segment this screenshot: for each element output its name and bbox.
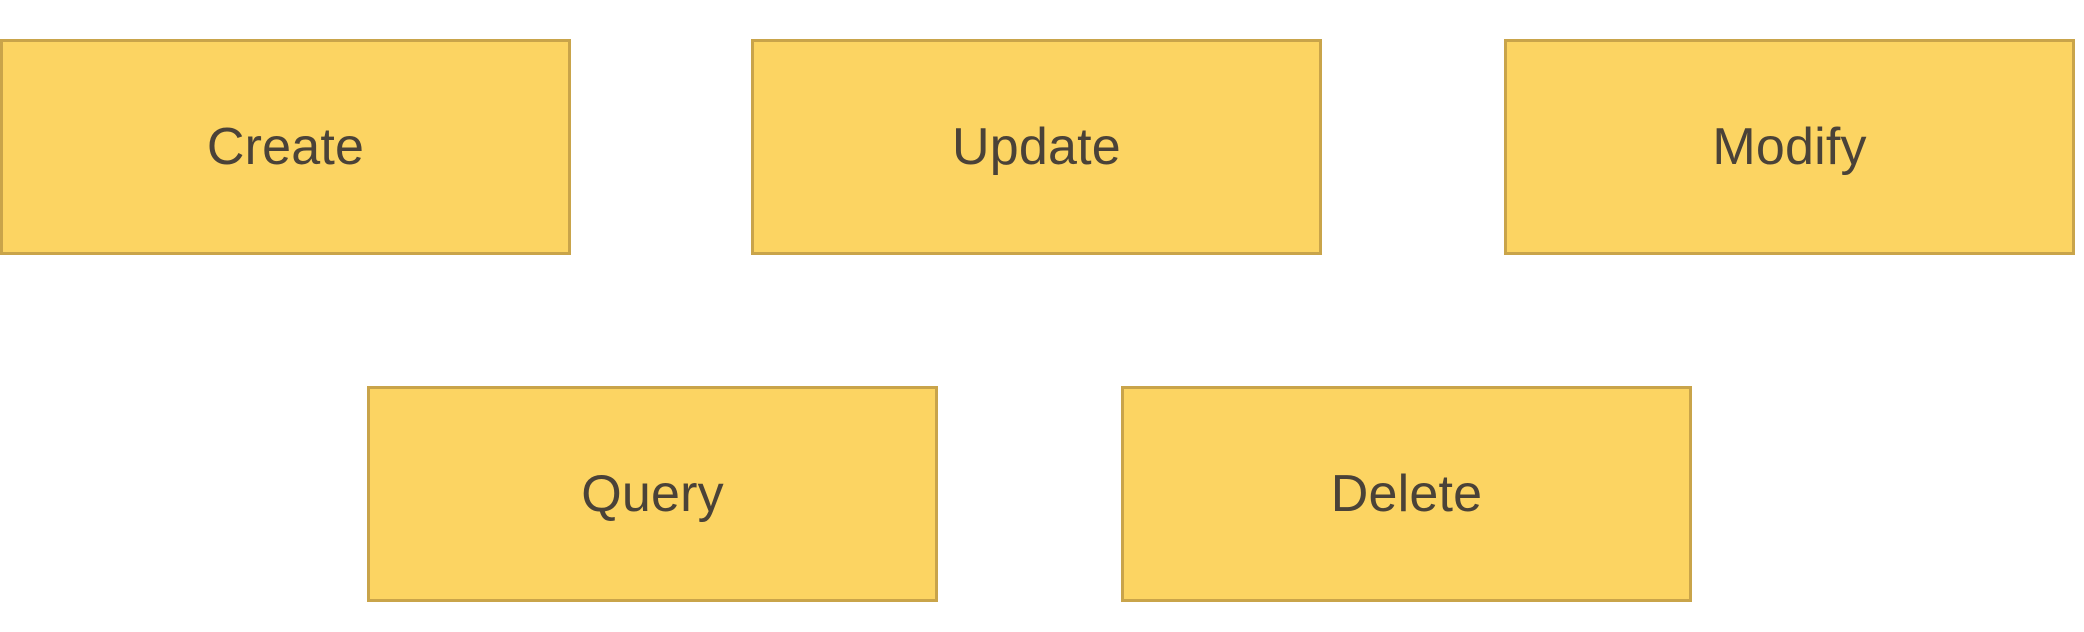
update-box: Update — [751, 39, 1322, 255]
delete-box: Delete — [1121, 386, 1692, 602]
modify-label: Modify — [1712, 118, 1867, 176]
query-label: Query — [581, 465, 724, 523]
create-box: Create — [0, 39, 571, 255]
update-label: Update — [952, 118, 1121, 176]
query-box: Query — [367, 386, 938, 602]
modify-box: Modify — [1504, 39, 2075, 255]
delete-label: Delete — [1330, 465, 1483, 523]
create-label: Create — [206, 118, 365, 176]
